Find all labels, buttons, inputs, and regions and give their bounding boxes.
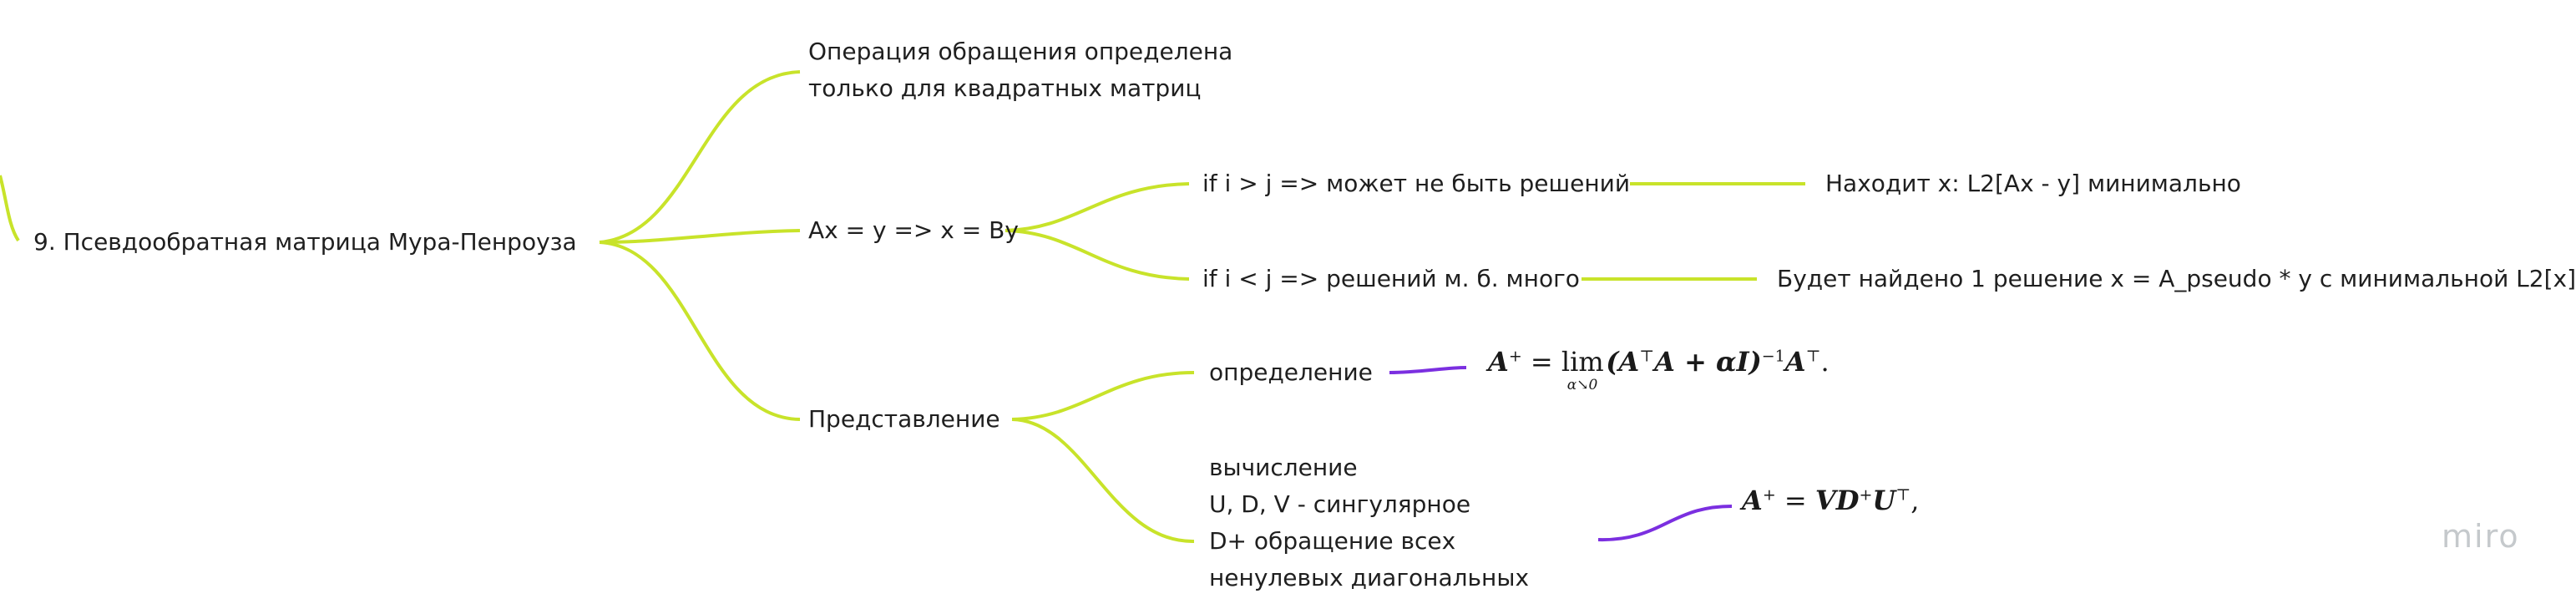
node-representation[interactable]: Представление: [808, 401, 1000, 438]
node-definition-label: определение: [1209, 358, 1373, 386]
node-axy-child-2-label: if i < j => решений м. б. много: [1202, 265, 1580, 292]
connector-repr-calc: [1011, 418, 1195, 544]
node-axy-child-2-result-label: Будет найдено 1 решение x = A_pseudo * y…: [1777, 265, 2576, 292]
formula-svd-d: D: [1835, 485, 1860, 516]
formula-def-body: (A: [1606, 346, 1640, 378]
miro-logo: miro: [2442, 518, 2520, 555]
formula-def-end: .: [1820, 346, 1830, 378]
formula-svd-v: V: [1814, 485, 1836, 516]
node-axy-child-2-result[interactable]: Будет найдено 1 решение x = A_pseudo * y…: [1777, 261, 2576, 297]
node-representation-label: Представление: [808, 405, 1000, 433]
node-axy-child-2[interactable]: if i < j => решений м. б. много: [1202, 261, 1580, 297]
formula-def-tail-sup: ⊤: [1805, 347, 1821, 366]
node-square-line-2: только для квадратных матриц: [808, 74, 1202, 102]
node-calc-line-5: эл-тов с транспонированием: [1209, 596, 1566, 609]
root-node[interactable]: 9. Псевдообратная матрица Мура-Пенроуза: [33, 224, 577, 261]
formula-svd-end: ,: [1910, 485, 1920, 516]
formula-svd-u: U: [1872, 485, 1896, 516]
formula-svd-lhs: A: [1742, 485, 1763, 516]
formula-svd-u-sup: ⊤: [1895, 485, 1911, 505]
node-axy-child-1-result-label: Находит x: L2[Ax - y] минимально: [1825, 170, 2241, 197]
node-axy[interactable]: Ax = y => x = By: [808, 212, 1019, 249]
formula-svd-lhs-sup: +: [1762, 485, 1776, 505]
formula-def-eq: =: [1530, 346, 1553, 378]
connector-calc-formula: [1597, 505, 1733, 542]
node-calc-line-4: ненулевых диагональных: [1209, 564, 1530, 591]
connector-parent-root: [0, 175, 20, 242]
formula-def-body-sup: ⊤: [1639, 347, 1655, 366]
connector-def-formula: [1389, 366, 1467, 374]
formula-def-tail: A: [1784, 346, 1806, 378]
node-definition[interactable]: определение: [1209, 354, 1373, 391]
node-calc-line-3: D+ обращение всех: [1209, 527, 1456, 555]
formula-svd-eq: =: [1784, 485, 1807, 516]
root-label: 9. Псевдообратная матрица Мура-Пенроуза: [33, 228, 577, 256]
node-calc-line-2: U, D, V - сингулярное: [1209, 490, 1471, 518]
formula-def-lhs: A: [1488, 346, 1509, 378]
node-square-matrices[interactable]: Операция обращения определена только для…: [808, 33, 1232, 107]
formula-def-lim-sub: α↘0: [1566, 377, 1598, 393]
node-axy-child-1[interactable]: if i > j => может не быть решений: [1202, 165, 1630, 202]
formula-def-mid-sup: −1: [1761, 347, 1785, 366]
formula-definition-image[interactable]: A+ = limα↘0(A⊤A + αI)−1A⊤.: [1488, 346, 1830, 393]
node-axy-child-1-result[interactable]: Находит x: L2[Ax - y] минимально: [1825, 165, 2241, 202]
connector-root-axy: [599, 229, 801, 244]
node-axy-label: Ax = y => x = By: [808, 216, 1019, 244]
connector-root-square: [599, 70, 801, 244]
connector-repr-def: [1011, 371, 1195, 421]
connector-axy-child2: [1005, 229, 1190, 281]
formula-def-mid: A + αI): [1654, 346, 1762, 378]
node-square-line-1: Операция обращения определена: [808, 38, 1233, 65]
formula-def-lim: lim: [1561, 346, 1604, 378]
connector-axy-child1: [1005, 182, 1190, 232]
formula-svd-d-sup: +: [1859, 485, 1873, 505]
node-axy-child-1-label: if i > j => может не быть решений: [1202, 170, 1631, 197]
connector-root-repr: [599, 241, 801, 421]
formula-def-lhs-sup: +: [1508, 347, 1522, 366]
node-calc-line-1: вычисление: [1209, 454, 1358, 481]
formula-svd-image[interactable]: A+ = VD+U⊤,: [1742, 485, 1919, 516]
node-calculation[interactable]: вычисление U, D, V - сингулярное D+ обра…: [1209, 449, 1566, 609]
